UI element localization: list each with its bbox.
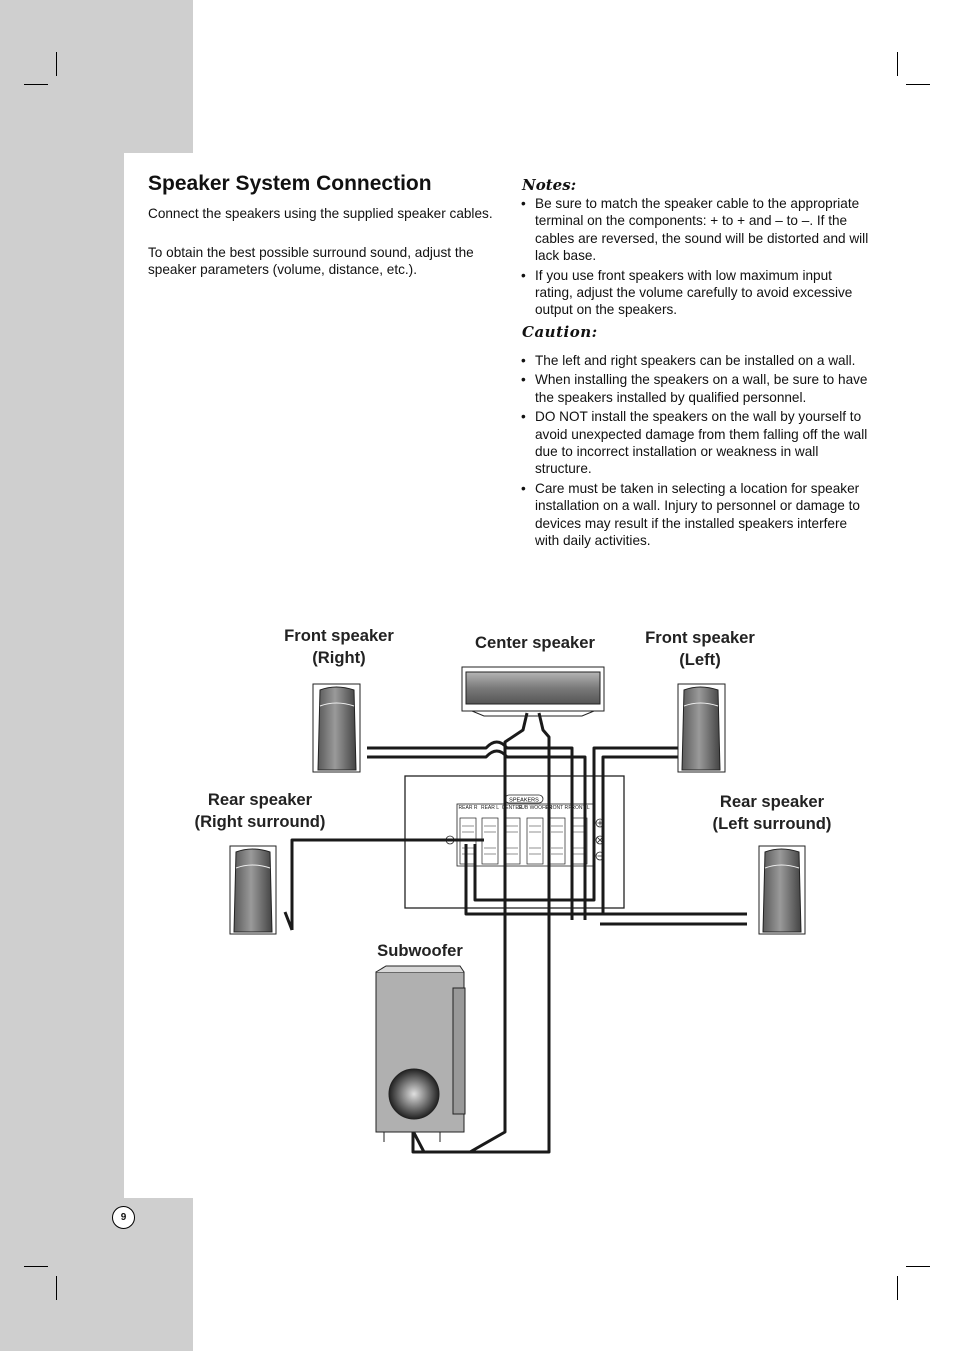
crop-mark <box>897 1276 898 1300</box>
crop-mark <box>906 1266 930 1267</box>
caution-list: The left and right speakers can be insta… <box>520 352 872 551</box>
caution-heading: Caution: <box>522 323 598 341</box>
front-left-speaker-icon <box>677 683 726 773</box>
crop-mark <box>24 84 48 85</box>
subwoofer-icon <box>375 965 466 1142</box>
margin-band-bottom <box>0 1198 193 1351</box>
page-number: 9 <box>112 1206 135 1229</box>
terminal-label: FRONT R <box>546 805 569 811</box>
terminal-label: REAR L <box>481 805 499 811</box>
notes-heading: Notes: <box>522 176 577 194</box>
list-item: If you use front speakers with low maxim… <box>520 267 872 319</box>
crop-mark <box>897 52 898 76</box>
terminal-header: SPEAKERS <box>509 798 539 804</box>
label-front-left: Front speaker (Left) <box>645 628 755 669</box>
intro-paragraph: To obtain the best possible surround sou… <box>148 245 474 278</box>
terminal-label: FRONT L <box>568 805 590 811</box>
crop-mark <box>56 1276 57 1300</box>
center-speaker-icon <box>461 666 605 717</box>
rear-right-speaker-icon <box>229 845 277 935</box>
crop-mark <box>24 1266 48 1267</box>
terminal-label: SUB WOOFER <box>518 805 553 811</box>
list-item: When installing the speakers on a wall, … <box>520 371 872 406</box>
front-right-speaker-icon <box>312 683 361 773</box>
label-rear-left: Rear speaker (Left surround) <box>712 792 832 833</box>
page-title: Speaker System Connection <box>148 172 432 195</box>
list-item: DO NOT install the speakers on the wall … <box>520 408 872 478</box>
crop-mark <box>906 84 930 85</box>
notes-list: Be sure to match the speaker cable to th… <box>520 195 872 321</box>
margin-band-top <box>0 0 193 153</box>
speaker-terminal-block: SPEAKERS REAR R REAR L CENTER SUB WOOFER… <box>445 794 605 867</box>
rear-left-speaker-icon <box>758 845 806 935</box>
label-subwoofer: Subwoofer <box>377 941 463 960</box>
terminal-label: REAR R <box>459 805 478 811</box>
list-item: Be sure to match the speaker cable to th… <box>520 195 872 265</box>
intro-paragraph: Connect the speakers using the supplied … <box>148 206 493 221</box>
list-item: The left and right speakers can be insta… <box>520 352 872 370</box>
speaker-cables <box>283 712 747 1154</box>
margin-band-left <box>0 153 124 1198</box>
terminal-label: CENTER <box>502 805 523 811</box>
label-center: Center speaker <box>475 633 595 652</box>
crop-mark <box>56 52 57 76</box>
label-front-right: Front speaker (Right) <box>284 626 394 667</box>
label-rear-right: Rear speaker (Right surround) <box>194 790 326 831</box>
list-item: Care must be taken in selecting a locati… <box>520 480 872 550</box>
